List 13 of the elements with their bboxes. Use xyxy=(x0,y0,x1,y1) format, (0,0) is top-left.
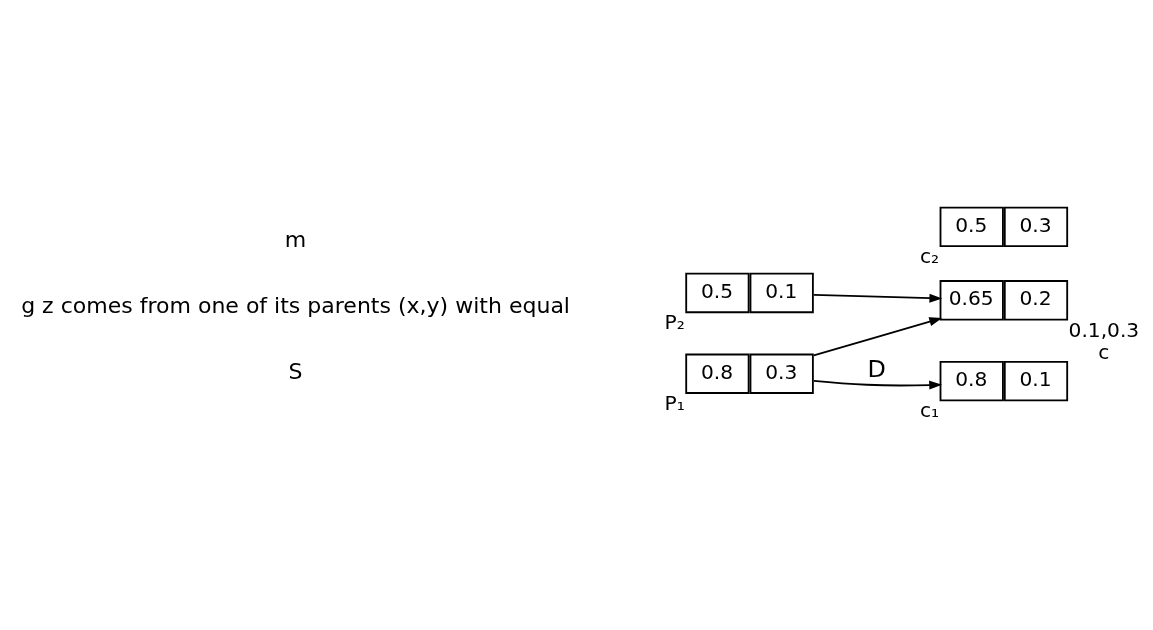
node-label: P₂ xyxy=(664,310,685,335)
arrow xyxy=(812,293,943,303)
node-label: 0.1,0.3 xyxy=(1068,317,1140,342)
node-label: c₂ xyxy=(919,244,940,269)
label: S xyxy=(288,359,303,385)
node-label: c xyxy=(1098,339,1110,364)
arrow xyxy=(813,379,943,390)
node-label: c₁ xyxy=(919,398,940,423)
label: g z comes from one of its parents (x,y) with equal xyxy=(21,293,570,319)
edge-label: D xyxy=(867,355,886,384)
arrow xyxy=(812,317,943,357)
label: m xyxy=(284,227,307,253)
node-label: P₁ xyxy=(664,391,685,416)
